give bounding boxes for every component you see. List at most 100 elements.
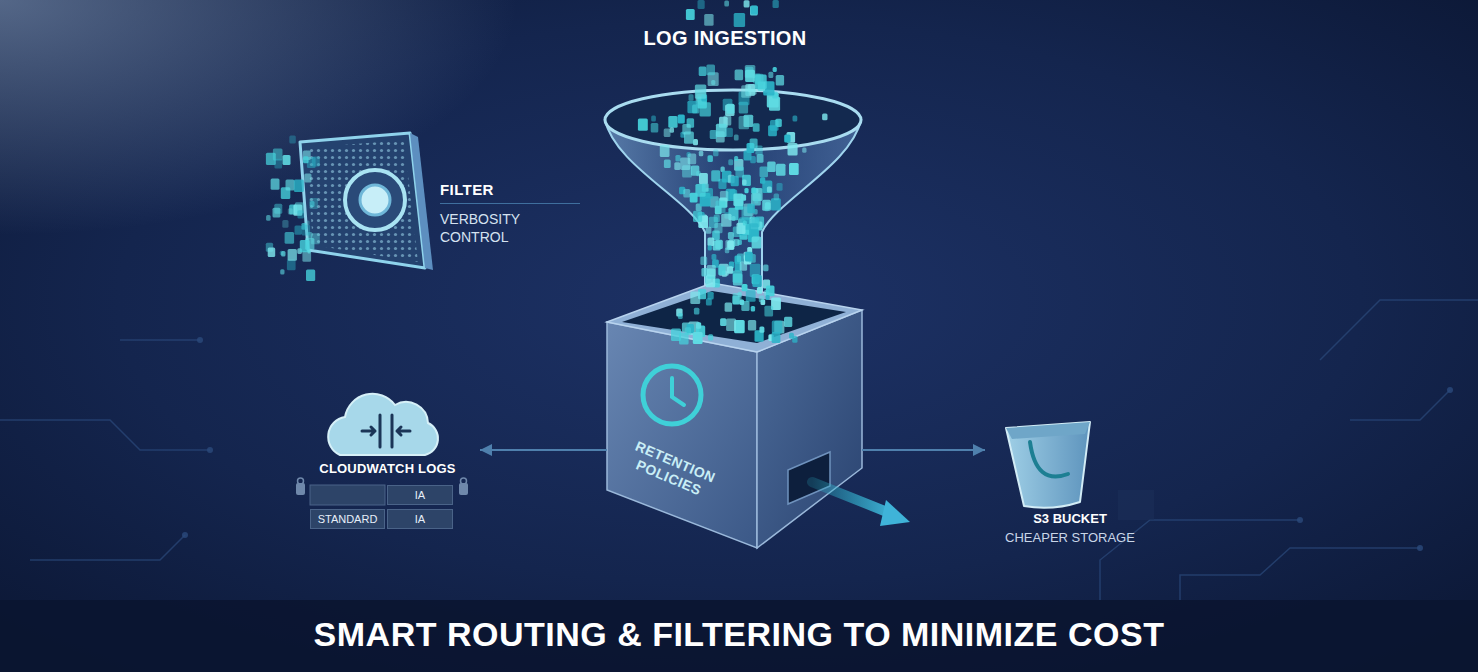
- data-particle: [750, 264, 761, 277]
- data-particle: [716, 124, 727, 137]
- data-particle: [733, 193, 743, 206]
- caption-band-text: SMART ROUTING & FILTERING TO MINIMIZE CO…: [0, 613, 1478, 657]
- data-particle: [720, 318, 726, 326]
- data-particle: [684, 131, 694, 143]
- data-particle: [725, 302, 733, 311]
- data-particle: [767, 186, 772, 192]
- data-particle: [737, 254, 744, 263]
- data-particle: [764, 306, 773, 317]
- s3-node: S3 BUCKET CHEAPER STORAGE: [985, 415, 1155, 550]
- data-particle: [698, 0, 705, 9]
- data-particle: [766, 286, 775, 297]
- data-particle: [735, 167, 744, 178]
- data-particle: [751, 6, 758, 15]
- data-particle: [699, 66, 707, 76]
- data-particle: [802, 148, 806, 153]
- data-particle: [727, 104, 735, 114]
- data-particle: [757, 287, 762, 294]
- data-particle: [711, 170, 720, 181]
- data-particle: [734, 239, 740, 246]
- data-particle: [288, 249, 297, 261]
- data-particle: [309, 198, 318, 209]
- data-particle: [683, 189, 690, 198]
- data-particle: [693, 211, 702, 222]
- data-particle: [700, 257, 707, 265]
- node-heading: S3 BUCKET: [985, 511, 1155, 526]
- data-particle: [762, 181, 772, 194]
- data-particle: [750, 156, 756, 163]
- data-particle: [784, 317, 792, 327]
- data-particle: [308, 250, 311, 254]
- data-particle: [704, 14, 713, 26]
- data-particle: [289, 135, 296, 143]
- data-particle: [755, 74, 767, 89]
- table-cell: STANDARD: [318, 513, 378, 525]
- data-particle: [692, 104, 699, 113]
- data-particle: [740, 299, 745, 305]
- data-particle: [728, 159, 733, 165]
- data-particle: [766, 295, 770, 300]
- data-particle: [739, 116, 750, 129]
- data-particle: [715, 240, 723, 249]
- data-particle: [708, 238, 715, 246]
- data-particle: [822, 113, 827, 120]
- data-particle: [699, 151, 704, 157]
- data-particle: [287, 260, 296, 271]
- data-particle: [776, 164, 786, 176]
- data-particle: [664, 160, 671, 169]
- data-particle: [304, 174, 311, 183]
- data-particle: [759, 295, 764, 302]
- data-particle: [746, 290, 756, 302]
- data-particle: [752, 237, 762, 249]
- data-particle: [712, 254, 717, 260]
- table-cell-box: IA: [387, 509, 453, 529]
- data-particle: [680, 158, 690, 171]
- data-particle: [725, 248, 730, 254]
- data-particle: [651, 116, 656, 122]
- data-particle: [742, 284, 748, 291]
- data-particle: [283, 155, 291, 165]
- node-heading: RETENTION POLICIES: [615, 433, 730, 507]
- flow-arrow: [862, 449, 985, 451]
- data-particle: [295, 226, 302, 235]
- flow-arrow: [480, 449, 607, 451]
- data-particle: [281, 251, 285, 257]
- data-particle: [742, 180, 747, 186]
- data-particle: [707, 265, 716, 276]
- filter-node: FILTERVERBOSITY CONTROL: [440, 181, 590, 261]
- data-particle: [721, 214, 731, 227]
- data-particle: [312, 156, 320, 166]
- data-particle: [755, 74, 764, 85]
- data-particle: [747, 204, 755, 214]
- data-particle: [686, 9, 695, 20]
- data-particle: [772, 332, 781, 343]
- data-particle: [273, 208, 281, 218]
- data-particle: [718, 266, 726, 276]
- data-particle: [678, 115, 685, 124]
- data-particle: [773, 67, 777, 72]
- data-particle: [734, 13, 745, 27]
- data-particle: [691, 165, 699, 175]
- data-particle: [297, 210, 304, 218]
- data-particle: [651, 123, 659, 132]
- data-particle: [753, 123, 760, 132]
- data-particle: [266, 215, 271, 221]
- data-particle: [286, 179, 295, 190]
- data-particle: [757, 154, 764, 163]
- data-particle: [720, 191, 728, 202]
- data-particle: [690, 292, 700, 304]
- data-particle: [714, 223, 722, 233]
- data-particle: [784, 135, 790, 143]
- data-particle: [664, 129, 671, 138]
- data-particle: [710, 130, 717, 139]
- data-particle: [724, 1, 729, 7]
- data-particle: [306, 269, 315, 281]
- data-particle: [694, 308, 700, 315]
- data-particle: [660, 145, 670, 157]
- node-subtitle: CHEAPER STORAGE: [985, 530, 1155, 545]
- data-particle: [638, 118, 648, 130]
- data-particle: [744, 188, 748, 193]
- data-particle: [689, 94, 694, 100]
- data-particle: [759, 327, 764, 333]
- data-particle: [685, 327, 691, 335]
